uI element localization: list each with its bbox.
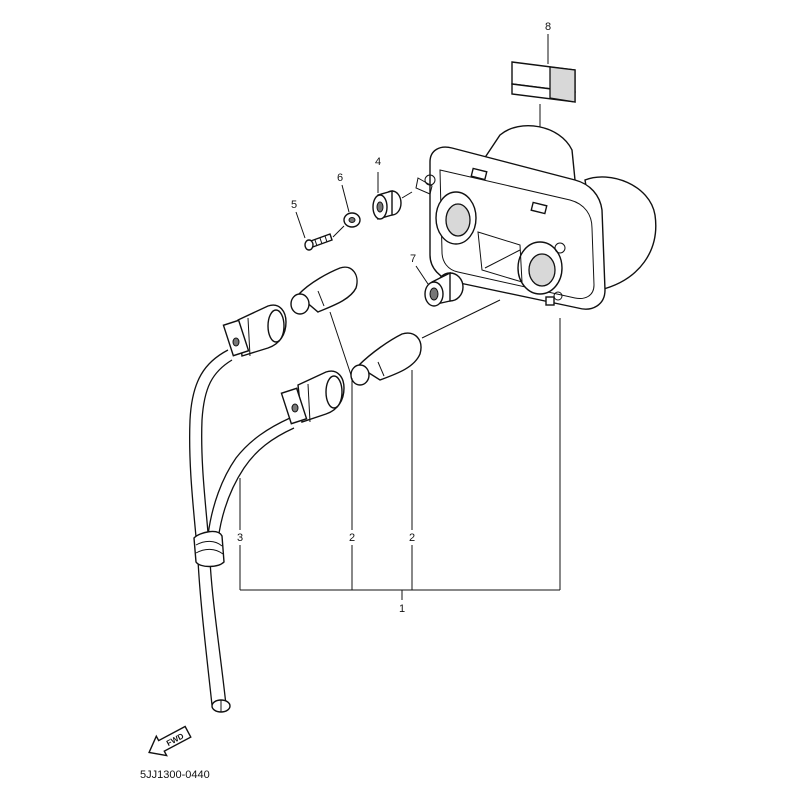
part-7-grommet <box>415 265 464 307</box>
part-3-socket-lower <box>280 370 345 425</box>
callout-4: 4 <box>375 156 381 168</box>
part-2-bulb-upper <box>290 266 358 379</box>
part-8-pad <box>511 34 576 170</box>
part-4-grommet <box>372 172 413 220</box>
callout-6: 6 <box>337 172 343 184</box>
part-6-washer <box>341 184 361 228</box>
meter-housing <box>415 125 657 310</box>
callout-1: 1 <box>399 603 405 615</box>
drawing-code: 5JJ1300-0440 <box>140 769 210 781</box>
wire-harness <box>189 349 295 713</box>
callout-8: 8 <box>545 21 551 33</box>
part-2-bulb-lower <box>350 299 501 386</box>
callout-3: 3 <box>237 532 243 544</box>
callout-2-right: 2 <box>409 532 415 544</box>
fwd-arrow-icon: FWD <box>148 725 192 757</box>
callout-bracket <box>239 318 561 600</box>
callout-5: 5 <box>291 199 297 211</box>
callout-7: 7 <box>410 253 416 265</box>
part-5-screw <box>295 211 345 251</box>
part-3-socket-upper <box>222 304 287 357</box>
callout-2-left: 2 <box>349 532 355 544</box>
